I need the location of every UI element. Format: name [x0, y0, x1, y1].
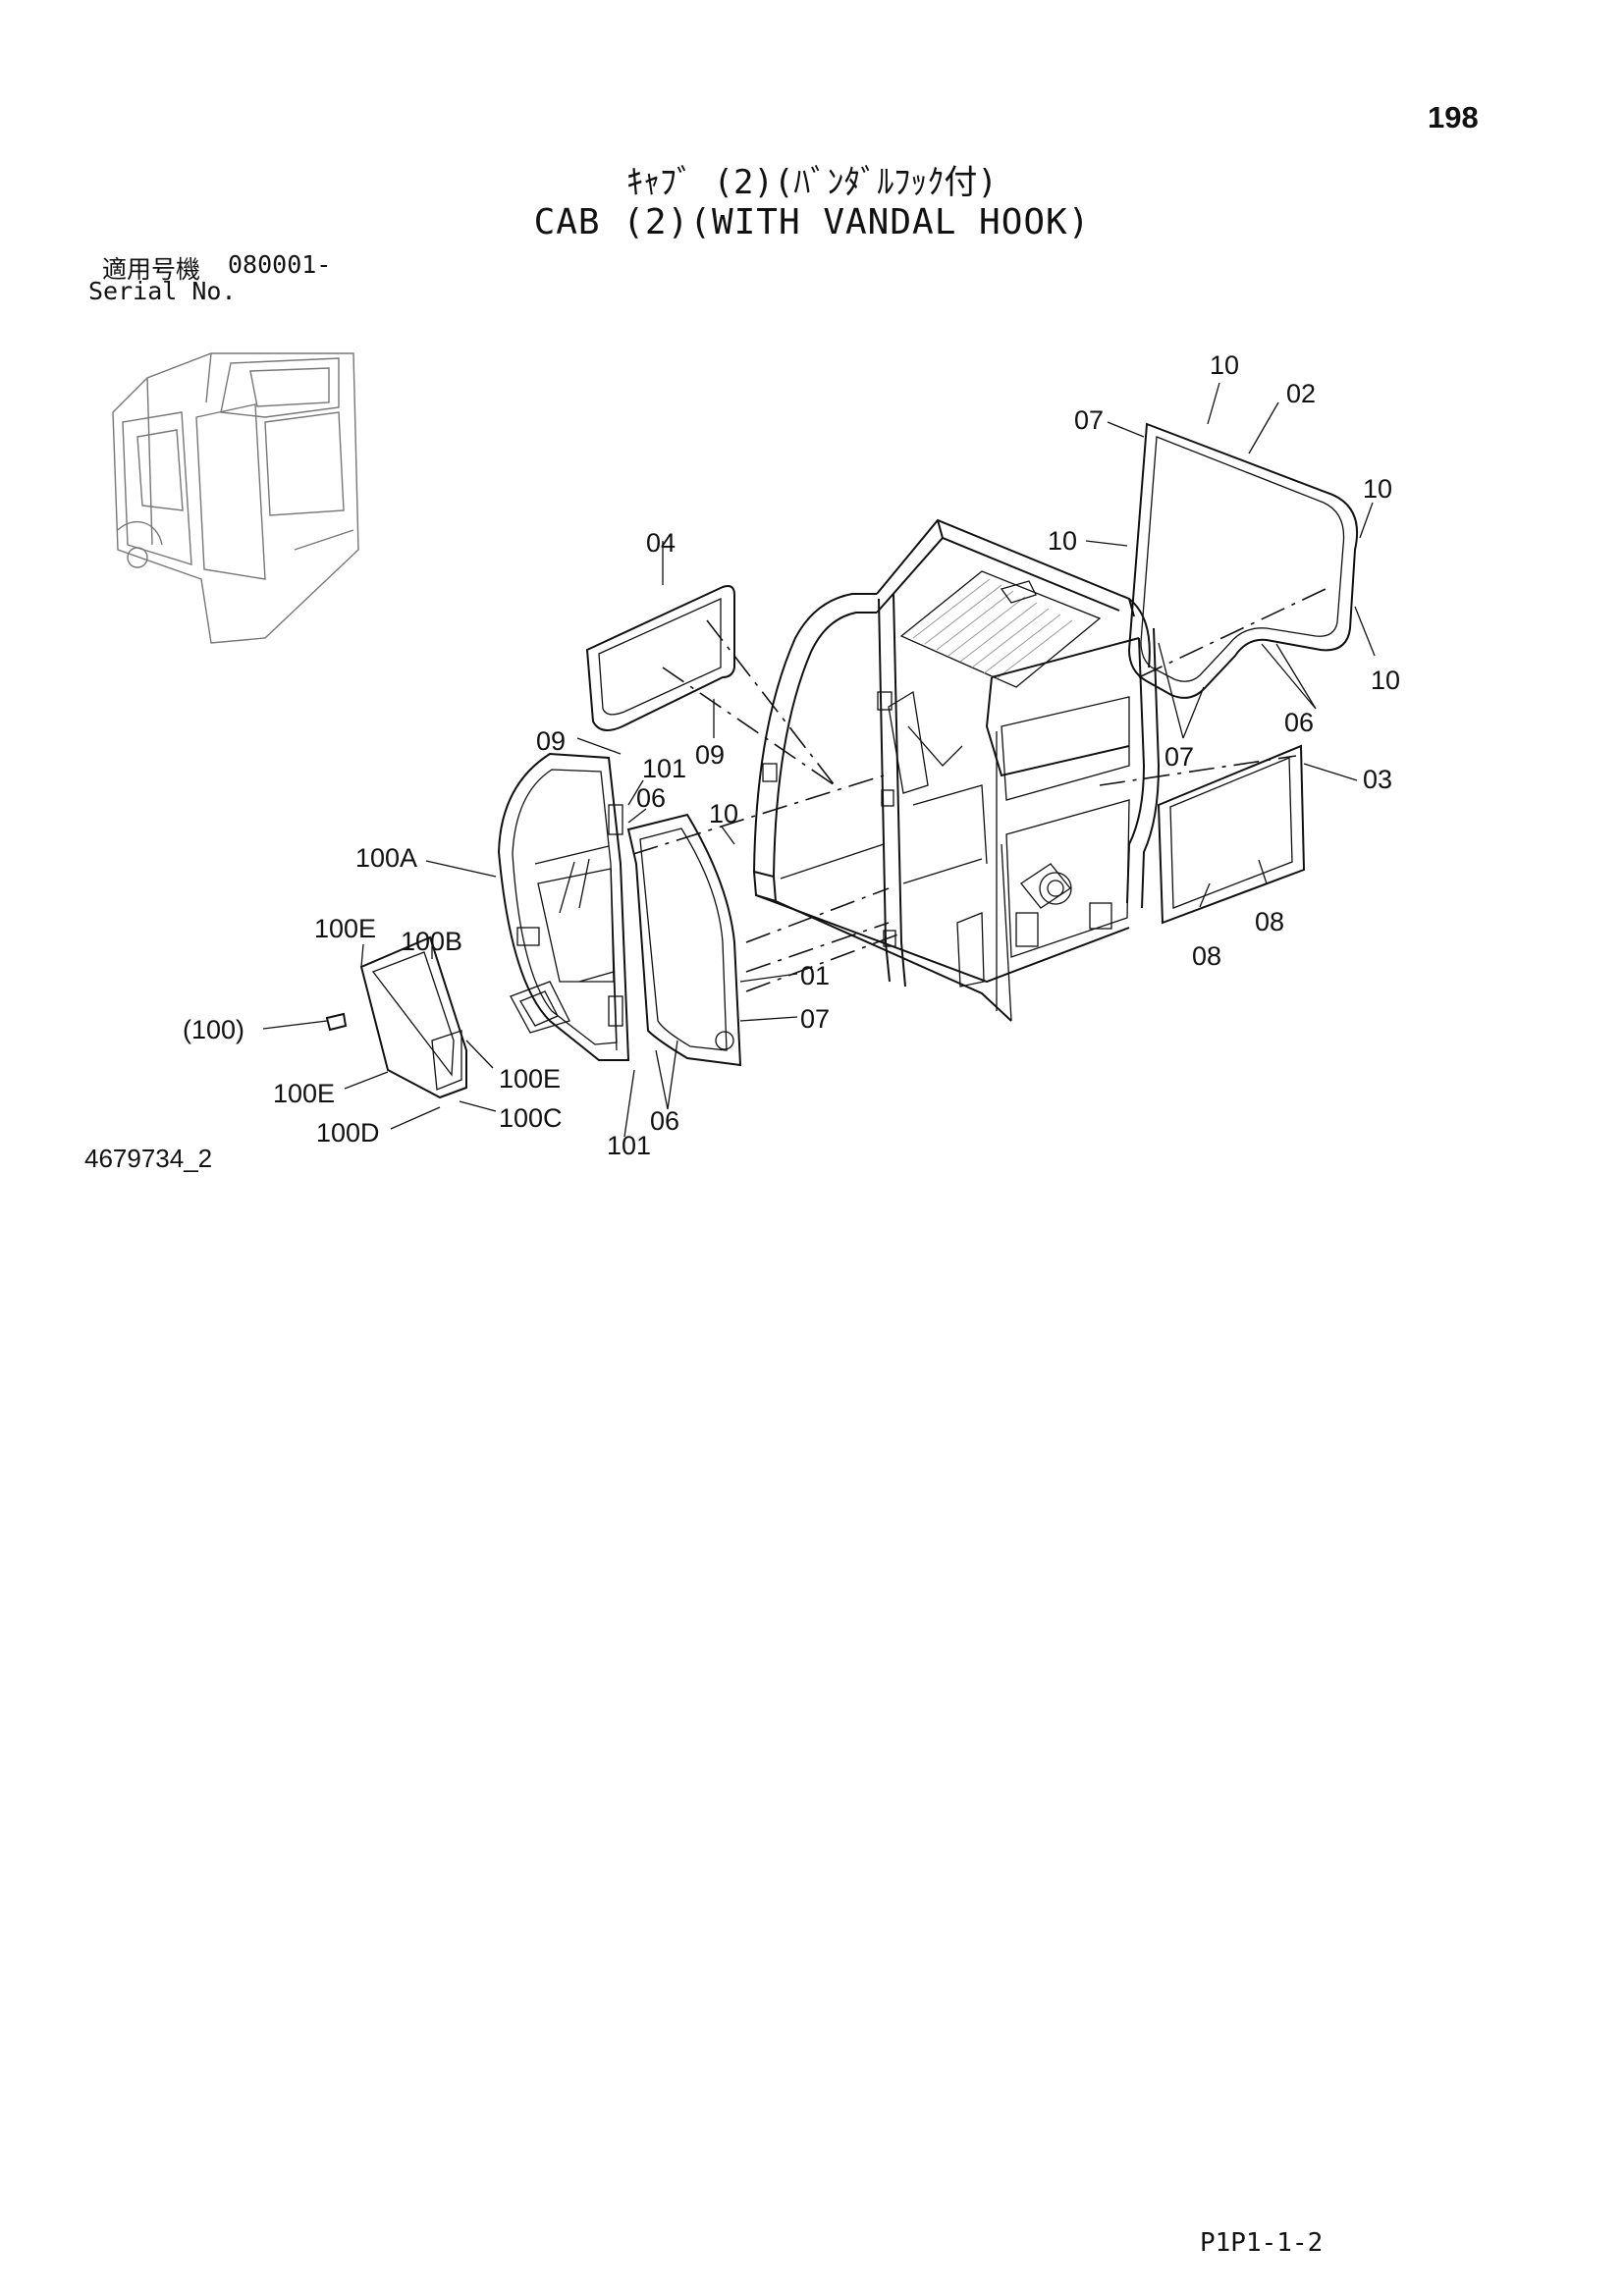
callout-02: 02 [1286, 379, 1316, 408]
title-japanese: ｷｬﾌﾞ (2)(ﾊﾞﾝﾀﾞﾙﾌｯｸ付) [626, 163, 998, 202]
callout-101: 101 [642, 754, 686, 783]
callout-07: 07 [1164, 742, 1194, 772]
callout-04: 04 [646, 528, 676, 558]
callout-08: 08 [1192, 941, 1221, 971]
page-number: 198 [1428, 100, 1479, 134]
callout-100b: 100B [401, 927, 462, 956]
part-100b-trim-panel [359, 935, 467, 1099]
callout-100c: 100C [499, 1103, 563, 1133]
title-english: CAB (2)(WITH VANDAL HOOK) [533, 202, 1091, 242]
callout-10: 10 [709, 799, 738, 828]
callout-01: 01 [800, 961, 830, 990]
callout-100d: 100D [316, 1118, 380, 1148]
callout-100e: 100E [499, 1064, 561, 1094]
callout-100-clip: (100) [183, 1015, 244, 1044]
leader-lines [262, 382, 1376, 1138]
callout-09: 09 [695, 740, 725, 770]
drawing-number: 4679734_2 [84, 1144, 213, 1173]
serial-label-english: Serial No. [88, 277, 237, 305]
cab-thumbnail-illustration [112, 352, 359, 644]
part-04-upper-door-window [585, 585, 735, 731]
part-100a-door-assembly [497, 752, 630, 1061]
serial-label-japanese: 適用号機 [102, 255, 201, 284]
page-code: P1P1-1-2 [1200, 2228, 1324, 2258]
callout-06: 06 [650, 1106, 679, 1136]
callout-labels: 10 02 07 10 10 10 06 07 03 08 08 04 09 0… [183, 350, 1400, 1160]
callout-10: 10 [1048, 526, 1077, 556]
cab-frame-main [752, 518, 1161, 1022]
callout-100a: 100A [355, 843, 417, 873]
part-01-door-glass [626, 813, 742, 1067]
callout-10: 10 [1210, 350, 1239, 380]
callout-08: 08 [1255, 907, 1284, 936]
callout-100e: 100E [273, 1079, 335, 1108]
callout-10: 10 [1371, 666, 1400, 695]
serial-number-value: 080001- [228, 250, 332, 279]
callout-09: 09 [536, 726, 566, 756]
part-100-small-clip [325, 1012, 348, 1032]
callout-03: 03 [1363, 765, 1392, 794]
callout-07: 07 [1074, 405, 1104, 435]
assembly-guide-lines [632, 588, 1326, 992]
callout-101: 101 [607, 1131, 651, 1160]
callout-06: 06 [1284, 708, 1314, 737]
callout-06: 06 [636, 783, 666, 813]
callout-100e: 100E [314, 914, 376, 943]
callout-10: 10 [1363, 474, 1392, 504]
part-02-rear-window [1127, 422, 1359, 699]
part-03-side-window [1157, 744, 1306, 925]
callout-07: 07 [800, 1004, 830, 1034]
